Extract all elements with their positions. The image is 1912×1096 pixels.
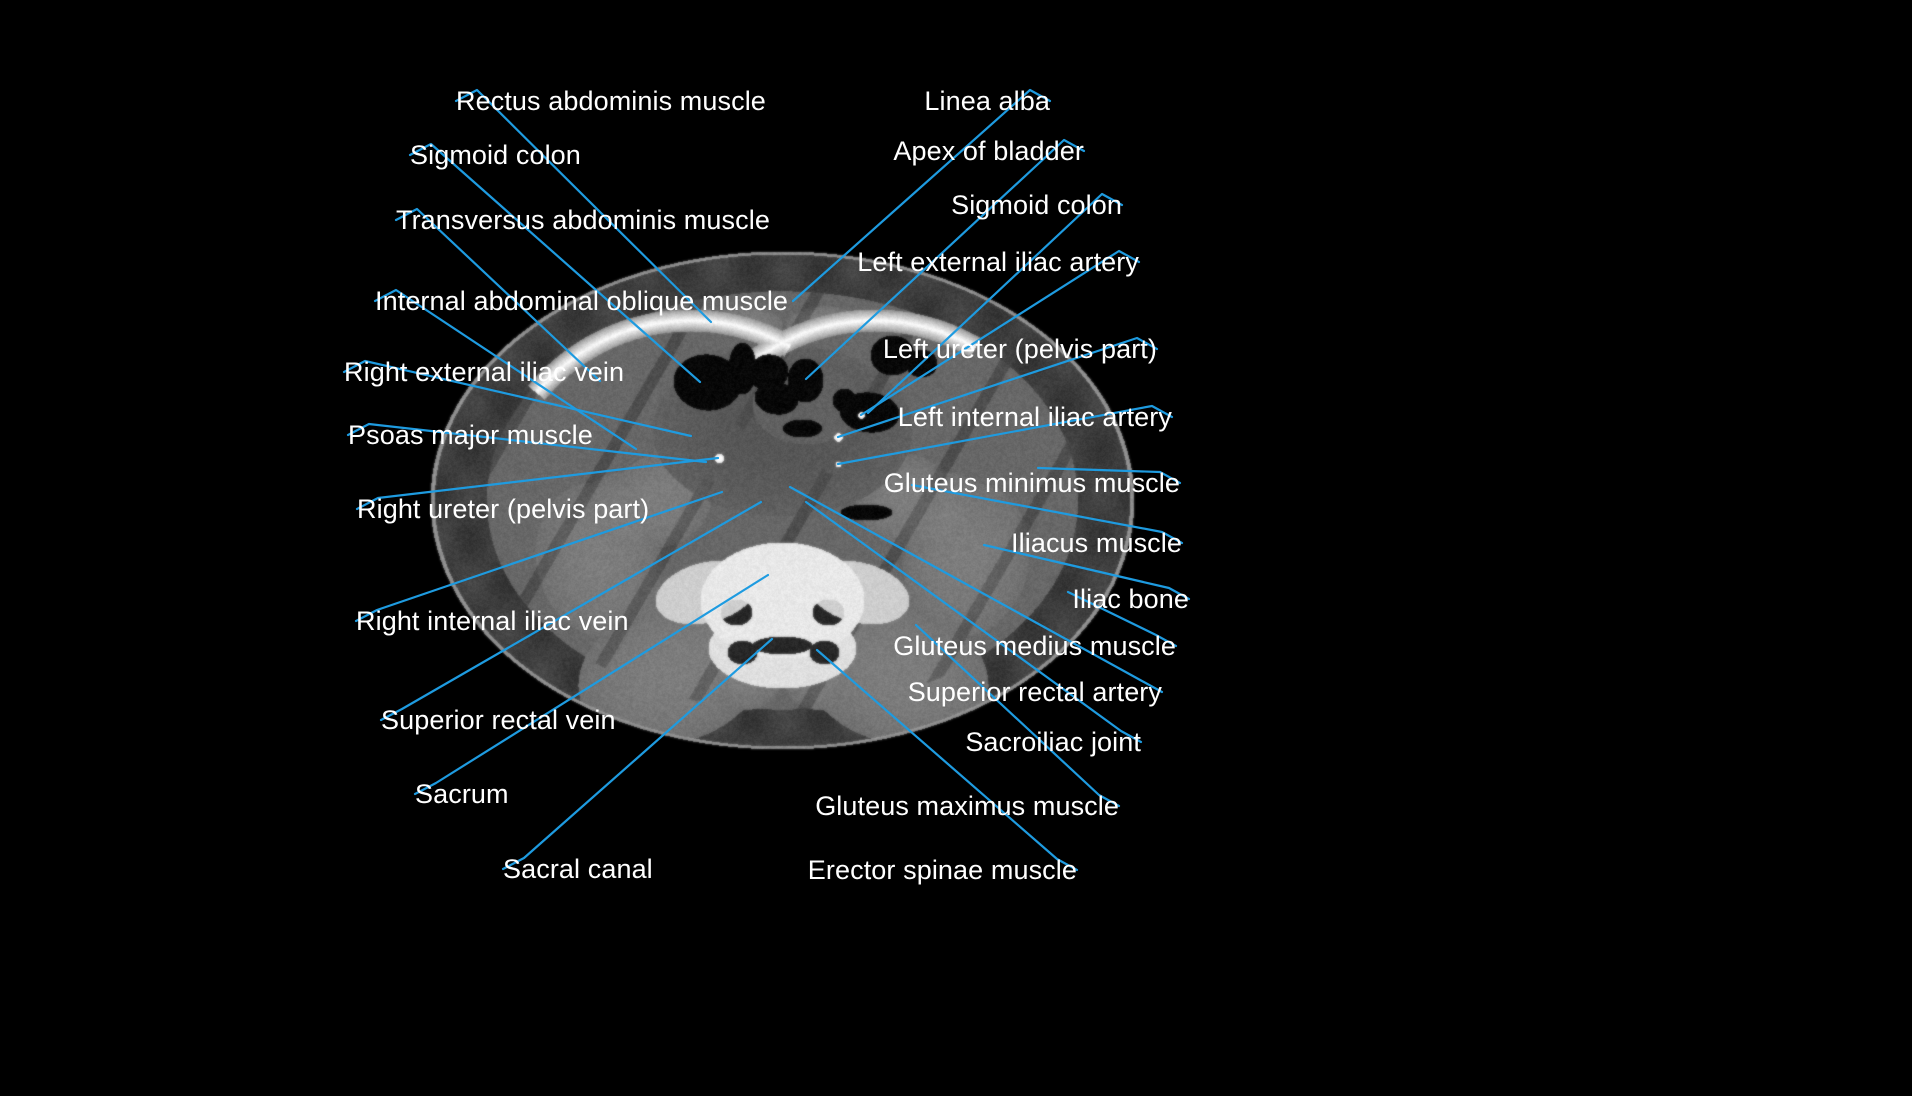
label-gluteus-medius-muscle: Gluteus medius muscle — [893, 631, 1176, 661]
label-left-ureter-pelvis-part: Left ureter (pelvis part) — [882, 334, 1157, 364]
label-superior-rectal-vein: Superior rectal vein — [381, 705, 616, 735]
label-right-ureter-pelvis-part: Right ureter (pelvis part) — [357, 494, 650, 524]
label-sacroiliac-joint: Sacroiliac joint — [965, 727, 1141, 757]
label-transversus-abdominis-muscle: Transversus abdominis muscle — [396, 205, 770, 235]
label-iliacus-muscle: Iliacus muscle — [1011, 528, 1182, 558]
label-rectus-abdominis-muscle: Rectus abdominis muscle — [456, 86, 766, 116]
label-sigmoid-colon-left: Sigmoid colon — [410, 140, 581, 170]
label-superior-rectal-artery: Superior rectal artery — [907, 677, 1162, 707]
label-internal-abdominal-oblique-muscle: Internal abdominal oblique muscle — [375, 286, 789, 316]
label-psoas-major-muscle: Psoas major muscle — [348, 420, 593, 450]
label-sacrum: Sacrum — [415, 779, 509, 809]
label-right-external-iliac-vein: Right external iliac vein — [344, 357, 625, 387]
label-gluteus-minimus-muscle: Gluteus minimus muscle — [883, 468, 1180, 498]
label-right-internal-iliac-vein: Right internal iliac vein — [356, 606, 629, 636]
label-sigmoid-colon-right: Sigmoid colon — [951, 190, 1122, 220]
label-left-external-iliac-artery: Left external iliac artery — [857, 247, 1139, 277]
label-linea-alba: Linea alba — [924, 86, 1050, 116]
label-apex-of-bladder: Apex of bladder — [893, 136, 1084, 166]
label-left-internal-iliac-artery: Left internal iliac artery — [897, 402, 1172, 432]
label-iliac-bone: Iliac bone — [1072, 584, 1189, 614]
label-erector-spinae-muscle: Erector spinae muscle — [807, 855, 1077, 885]
label-sacral-canal: Sacral canal — [503, 854, 653, 884]
label-gluteus-maximus-muscle: Gluteus maximus muscle — [815, 791, 1119, 821]
